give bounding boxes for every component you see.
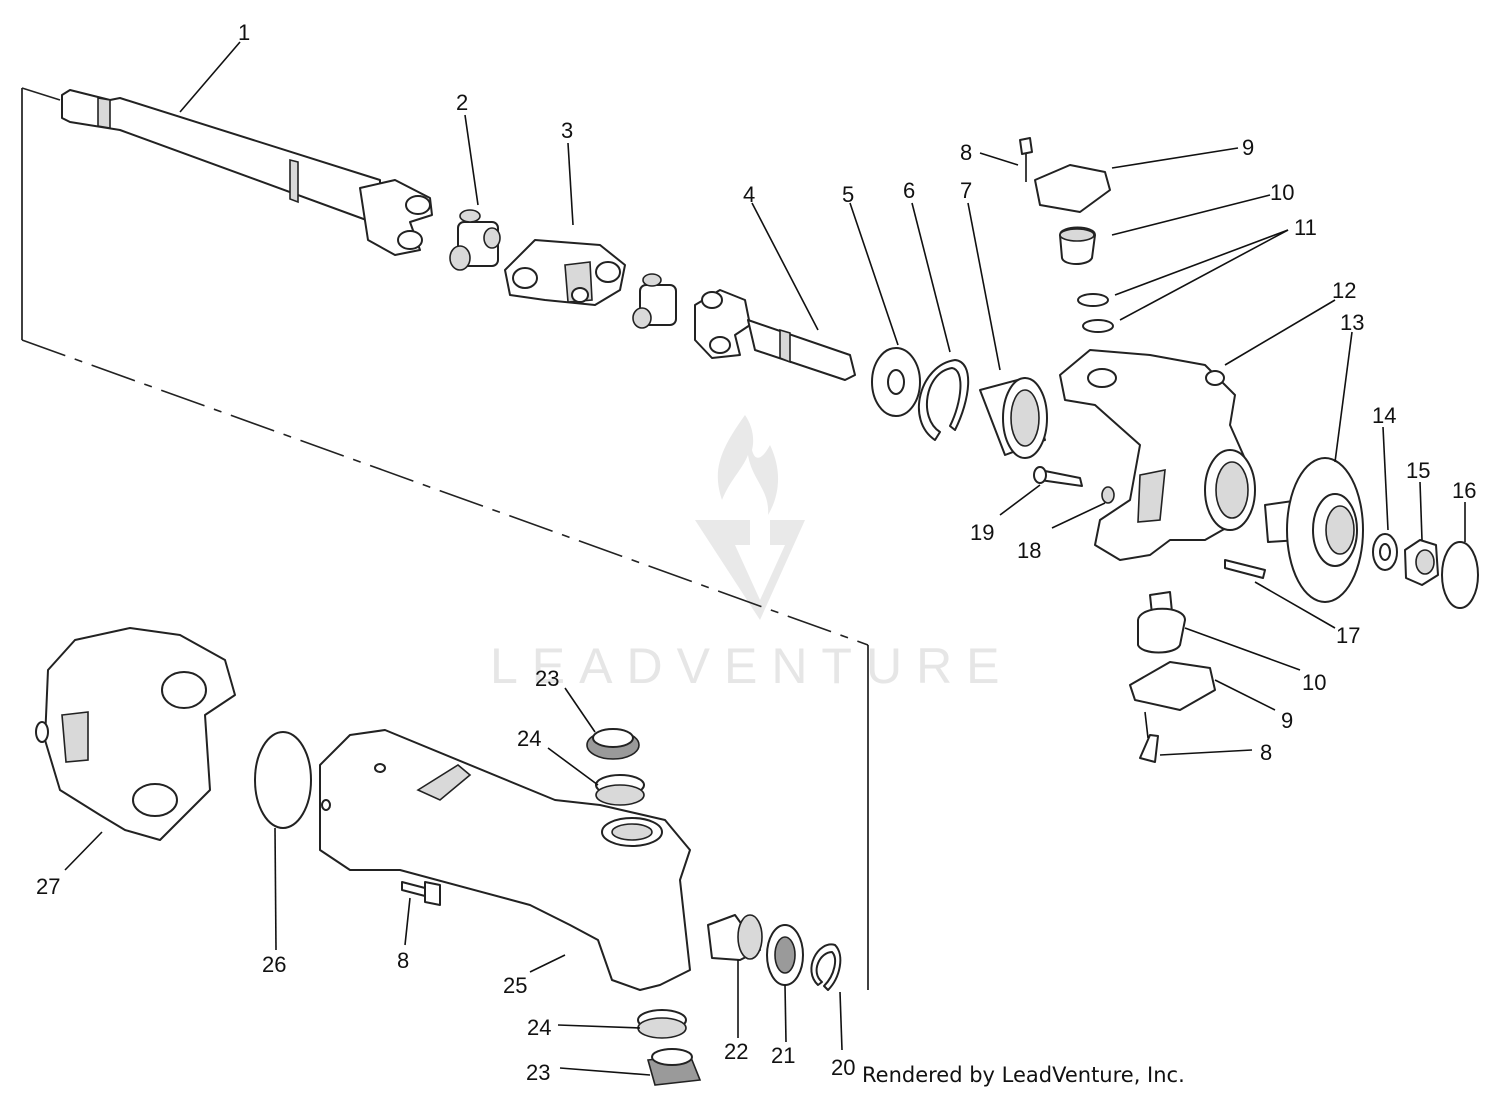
callout-18: 18 xyxy=(1017,538,1041,563)
callout-25: 25 xyxy=(503,973,527,998)
upper-ball-joint-stack xyxy=(1019,137,1114,333)
callout-5: 5 xyxy=(842,182,854,207)
steering-knuckle xyxy=(1059,349,1256,561)
callout-11: 11 xyxy=(1294,215,1317,240)
callout-1: 1 xyxy=(238,20,250,45)
wheel-bearing xyxy=(979,377,1048,459)
callout-24-lower: 24 xyxy=(527,1015,551,1040)
callout-21: 21 xyxy=(771,1043,795,1068)
assembly-frame xyxy=(21,87,869,990)
callout-17: 17 xyxy=(1336,623,1360,648)
callout-15: 15 xyxy=(1406,458,1430,483)
callout-13: 13 xyxy=(1340,310,1364,335)
callout-14: 14 xyxy=(1372,403,1396,428)
callout-26: 26 xyxy=(262,952,286,977)
watermark-logo xyxy=(695,415,805,620)
callout-8-top: 8 xyxy=(960,140,972,165)
thrust-washer xyxy=(871,347,921,417)
double-yoke xyxy=(504,239,626,306)
hub-dust-cap xyxy=(1441,541,1479,609)
axle-housing xyxy=(319,729,691,991)
callout-27: 27 xyxy=(36,874,60,899)
callout-8-bottom: 8 xyxy=(1260,740,1272,765)
leader-lines xyxy=(64,41,1466,1076)
knuckle-bolt xyxy=(1033,466,1115,504)
universal-joint-cross-a xyxy=(449,209,501,271)
stub-shaft xyxy=(694,289,856,381)
callout-16: 16 xyxy=(1452,478,1476,503)
render-credit: Rendered by LeadVenture, Inc. xyxy=(862,1063,1185,1087)
callout-20: 20 xyxy=(831,1055,855,1080)
callout-22: 22 xyxy=(724,1039,748,1064)
bushing xyxy=(707,914,763,961)
hub-washer xyxy=(1372,533,1398,571)
callout-7: 7 xyxy=(960,178,972,203)
universal-joint-cross-b xyxy=(632,273,677,329)
callout-19: 19 xyxy=(970,520,994,545)
knuckle-housing xyxy=(35,627,236,841)
watermark-text: LEADVENTURE xyxy=(490,638,1014,694)
callout-10-top: 10 xyxy=(1270,180,1294,205)
callout-6: 6 xyxy=(903,178,915,203)
lower-ball-joint-stack xyxy=(1129,591,1216,763)
axle-shaft xyxy=(61,89,433,256)
callout-2: 2 xyxy=(456,90,468,115)
callout-9-bottom: 9 xyxy=(1281,708,1293,733)
callout-8-housing: 8 xyxy=(397,948,409,973)
callout-23-lower: 23 xyxy=(526,1060,550,1085)
snap-ring-inner xyxy=(810,943,842,991)
bearing-cup-lower xyxy=(637,1009,687,1039)
callout-9-top: 9 xyxy=(1242,135,1254,160)
callout-3: 3 xyxy=(561,118,573,143)
snap-ring-outer xyxy=(918,359,970,441)
housing-bolt xyxy=(401,881,441,906)
wheel-stud xyxy=(1224,559,1266,579)
o-ring-seal xyxy=(254,731,312,829)
callout-24-upper: 24 xyxy=(517,726,541,751)
hub-nut xyxy=(1404,539,1439,586)
callout-labels: 1 2 3 4 5 6 7 8 9 10 11 12 13 14 15 16 1… xyxy=(36,20,1476,1085)
callout-10-bottom: 10 xyxy=(1302,670,1326,695)
axle-seal xyxy=(766,924,804,986)
callout-4: 4 xyxy=(743,182,755,207)
callout-23-upper: 23 xyxy=(535,666,559,691)
bearing-cup-upper xyxy=(595,774,645,806)
bearing-cone-upper xyxy=(586,728,640,760)
wheel-hub xyxy=(1264,457,1364,603)
callout-12: 12 xyxy=(1332,278,1356,303)
bearing-cone-lower xyxy=(646,1048,702,1086)
